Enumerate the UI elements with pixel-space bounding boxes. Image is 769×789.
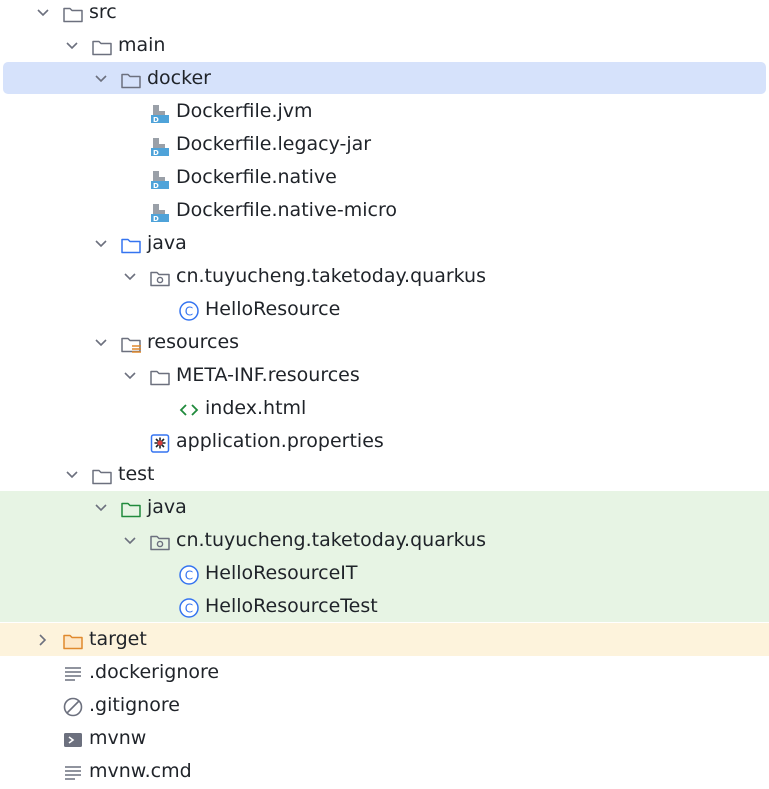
tree-row-resources[interactable]: resources bbox=[0, 327, 769, 360]
tree-row-main[interactable]: main bbox=[0, 30, 769, 63]
chevron-down-icon[interactable] bbox=[93, 500, 109, 516]
dockerfile-icon: D bbox=[149, 168, 171, 190]
tree-item-label: java bbox=[147, 496, 187, 518]
tree-item-label: cn.tuyucheng.taketoday.quarkus bbox=[176, 529, 487, 551]
tree-row-application-properties[interactable]: application.properties bbox=[0, 426, 769, 459]
tree-row-mvnw[interactable]: mvnw bbox=[0, 723, 769, 756]
class-icon: C bbox=[178, 564, 200, 586]
tree-item-label: src bbox=[89, 1, 117, 23]
excluded-scope-highlight bbox=[0, 623, 769, 656]
tree-item-label: HelloResourceTest bbox=[205, 595, 378, 617]
source-folder-icon bbox=[120, 234, 142, 256]
folder-icon bbox=[120, 69, 142, 91]
tree-row-src[interactable]: src bbox=[0, 0, 769, 30]
html-icon bbox=[178, 399, 200, 421]
ignore-file-icon bbox=[62, 696, 84, 718]
tree-row-dockerfile-native-micro[interactable]: D Dockerfile.native-micro bbox=[0, 195, 769, 228]
properties-icon bbox=[149, 432, 171, 454]
tree-item-label: mvnw.cmd bbox=[89, 760, 192, 782]
svg-text:D: D bbox=[153, 182, 159, 190]
tree-item-label: cn.tuyucheng.taketoday.quarkus bbox=[176, 265, 487, 287]
tree-row-cn-tuyucheng-taketoday-quarkus[interactable]: cn.tuyucheng.taketoday.quarkus bbox=[0, 261, 769, 294]
tree-item-label: Dockerfile.native-micro bbox=[176, 199, 397, 221]
resources-folder-icon bbox=[120, 333, 142, 355]
tree-item-label: .dockerignore bbox=[89, 661, 220, 683]
tree-row-dockerfile-legacy-jar[interactable]: D Dockerfile.legacy-jar bbox=[0, 129, 769, 162]
shell-script-icon bbox=[62, 729, 84, 751]
test-scope-highlight bbox=[0, 491, 769, 622]
tree-item-label: test bbox=[118, 463, 155, 485]
tree-item-label: main bbox=[118, 34, 166, 56]
chevron-right-icon[interactable] bbox=[35, 632, 51, 648]
selection-highlight bbox=[3, 62, 766, 94]
chevron-down-icon[interactable] bbox=[35, 5, 51, 21]
tree-item-label: .gitignore bbox=[89, 694, 180, 716]
dockerfile-icon: D bbox=[149, 102, 171, 124]
tree-item-label: mvnw bbox=[89, 727, 147, 749]
tree-item-label: resources bbox=[147, 331, 240, 353]
dockerfile-icon: D bbox=[149, 135, 171, 157]
tree-row-helloresource[interactable]: C HelloResource bbox=[0, 294, 769, 327]
test-source-folder-icon bbox=[120, 498, 142, 520]
svg-text:D: D bbox=[153, 149, 159, 157]
package-icon bbox=[149, 531, 171, 553]
tree-row-cn-tuyucheng-taketoday-quarkus[interactable]: cn.tuyucheng.taketoday.quarkus bbox=[0, 525, 769, 558]
svg-text:D: D bbox=[153, 215, 159, 223]
tree-row-gitignore[interactable]: .gitignore bbox=[0, 690, 769, 723]
tree-item-label: META-INF.resources bbox=[176, 364, 360, 386]
folder-icon bbox=[91, 36, 113, 58]
chevron-down-icon[interactable] bbox=[64, 467, 80, 483]
text-file-icon bbox=[62, 663, 84, 685]
svg-text:C: C bbox=[185, 602, 193, 616]
chevron-down-icon[interactable] bbox=[93, 71, 109, 87]
chevron-down-icon[interactable] bbox=[122, 269, 138, 285]
tree-row-docker[interactable]: docker bbox=[0, 63, 769, 96]
tree-item-label: Dockerfile.native bbox=[176, 166, 337, 188]
dockerfile-icon: D bbox=[149, 201, 171, 223]
tree-row-index-html[interactable]: index.html bbox=[0, 393, 769, 426]
tree-row-target[interactable]: target bbox=[0, 624, 769, 657]
svg-text:C: C bbox=[185, 569, 193, 583]
tree-item-label: docker bbox=[147, 67, 211, 89]
chevron-down-icon[interactable] bbox=[64, 38, 80, 54]
folder-icon bbox=[91, 465, 113, 487]
tree-row-dockerfile-jvm[interactable]: D Dockerfile.jvm bbox=[0, 96, 769, 129]
chevron-down-icon[interactable] bbox=[122, 533, 138, 549]
tree-row-java[interactable]: java bbox=[0, 492, 769, 525]
tree-row-dockerignore[interactable]: .dockerignore bbox=[0, 657, 769, 690]
class-icon: C bbox=[178, 597, 200, 619]
tree-item-label: Dockerfile.legacy-jar bbox=[176, 133, 372, 155]
svg-text:C: C bbox=[185, 305, 193, 319]
excluded-folder-icon bbox=[62, 630, 84, 652]
tree-item-label: HelloResource bbox=[205, 298, 341, 320]
folder-icon bbox=[62, 3, 84, 25]
folder-icon bbox=[149, 366, 171, 388]
tree-row-java[interactable]: java bbox=[0, 228, 769, 261]
class-icon: C bbox=[178, 300, 200, 322]
tree-item-label: Dockerfile.jvm bbox=[176, 100, 313, 122]
tree-item-label: target bbox=[89, 628, 147, 650]
tree-item-label: index.html bbox=[205, 397, 307, 419]
package-icon bbox=[149, 267, 171, 289]
tree-row-helloresourcetest[interactable]: C HelloResourceTest bbox=[0, 591, 769, 624]
tree-row-mvnw-cmd[interactable]: mvnw.cmd bbox=[0, 756, 769, 789]
tree-item-label: HelloResourceIT bbox=[205, 562, 358, 584]
chevron-down-icon[interactable] bbox=[93, 335, 109, 351]
tree-row-helloresourceit[interactable]: C HelloResourceIT bbox=[0, 558, 769, 591]
tree-row-dockerfile-native[interactable]: D Dockerfile.native bbox=[0, 162, 769, 195]
tree-row-meta-inf-resources[interactable]: META-INF.resources bbox=[0, 360, 769, 393]
chevron-down-icon[interactable] bbox=[122, 368, 138, 384]
chevron-down-icon[interactable] bbox=[93, 236, 109, 252]
tree-item-label: application.properties bbox=[176, 430, 384, 452]
tree-row-test[interactable]: test bbox=[0, 459, 769, 492]
svg-text:D: D bbox=[153, 116, 159, 124]
tree-item-label: java bbox=[147, 232, 187, 254]
text-file-icon bbox=[62, 762, 84, 784]
